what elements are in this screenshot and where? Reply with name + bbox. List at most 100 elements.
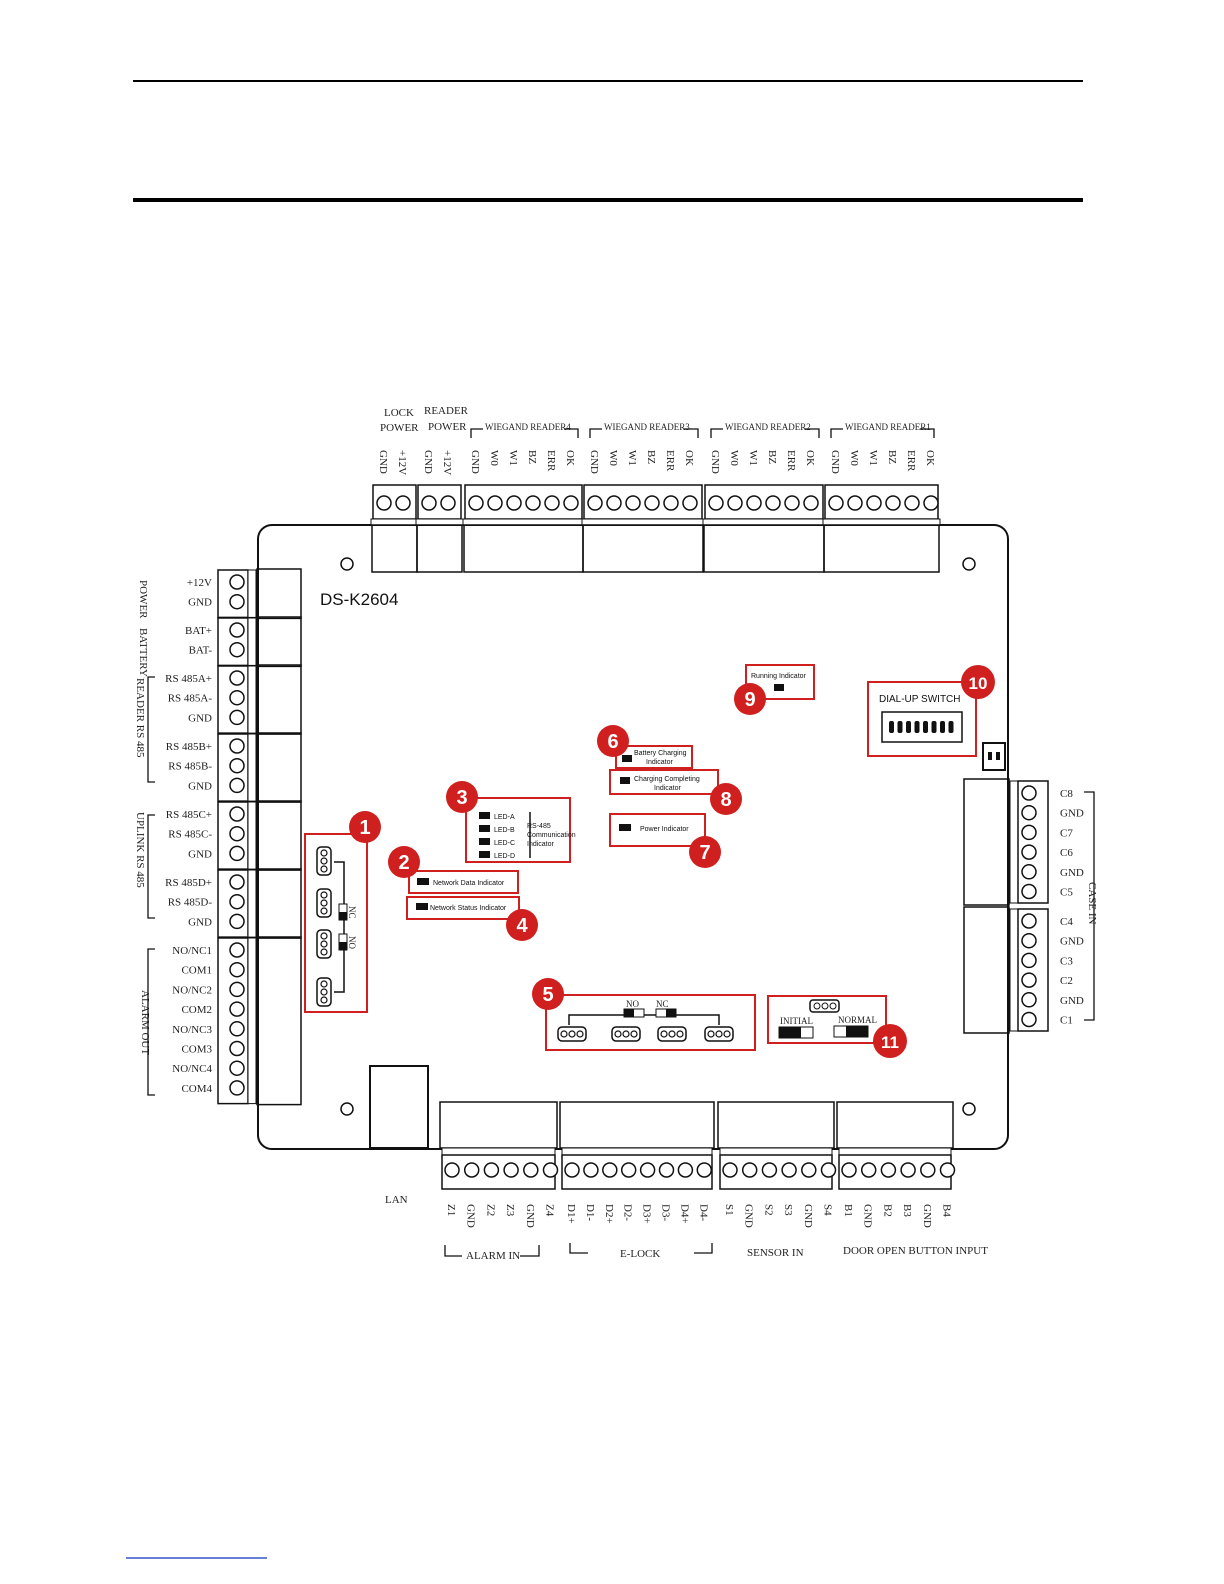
terminal-teeth xyxy=(1009,908,1019,1032)
header-socket xyxy=(439,1101,558,1149)
model-label: DS-K2604 xyxy=(320,590,398,609)
terminal-screw xyxy=(583,1162,599,1178)
terminal-screw xyxy=(639,1162,656,1178)
callout-badge: 9 xyxy=(734,683,766,715)
terminal-screw xyxy=(229,622,245,638)
pin-label: COM2 xyxy=(181,1004,212,1016)
group-label: READER RS 485 xyxy=(134,678,146,758)
charging-completing-label: Indicator xyxy=(654,785,682,792)
jumper-pin xyxy=(320,907,328,915)
header-socket xyxy=(256,936,302,1106)
badge-number: 11 xyxy=(881,1033,899,1052)
dip-keys xyxy=(889,721,954,733)
pin-label: GND xyxy=(829,450,841,474)
terminal-screw xyxy=(229,981,245,998)
pin-label: W0 xyxy=(488,450,500,466)
header-socket xyxy=(717,1101,835,1149)
header-socket xyxy=(256,868,302,939)
terminal-teeth xyxy=(561,1147,713,1156)
terminal-screw xyxy=(1021,785,1037,801)
pin-label: S3 xyxy=(782,1204,794,1216)
header-socket xyxy=(256,800,302,871)
pin-label: ERR xyxy=(545,450,557,472)
group-bracket xyxy=(569,1243,588,1254)
terminal-screw xyxy=(229,670,245,686)
badge-number: 10 xyxy=(969,674,988,693)
jumper-pin xyxy=(320,980,328,988)
running-indicator-label: Running Indicator xyxy=(751,673,807,680)
pin-label: GND xyxy=(377,450,389,474)
terminal-screw xyxy=(229,1040,245,1057)
group-label: SENSOR IN xyxy=(747,1247,804,1259)
dip-key xyxy=(931,721,937,733)
terminal-screw xyxy=(525,495,541,511)
pin-label: B2 xyxy=(881,1204,893,1217)
pin-label: RS 485C- xyxy=(168,829,212,841)
pin-label: D2+ xyxy=(603,1204,615,1224)
jumper-pin xyxy=(320,988,328,996)
pin-label: D3- xyxy=(660,1204,672,1221)
callout-badge: 4 xyxy=(506,909,538,941)
terminal-screw xyxy=(920,1162,936,1178)
terminal-teeth xyxy=(702,518,826,526)
led-label: LED-D xyxy=(494,853,515,860)
group-label: WIEGAND READER1 xyxy=(845,422,931,432)
terminal-teeth xyxy=(247,733,257,802)
terminal-teeth xyxy=(370,518,419,526)
terminal-teeth xyxy=(1009,780,1019,904)
pin-label: OK xyxy=(924,450,936,466)
pin-label: GND xyxy=(188,848,212,860)
lan-port xyxy=(369,1065,429,1149)
jumper-pin xyxy=(676,1030,684,1038)
terminal-screw xyxy=(229,961,245,978)
terminal-screw xyxy=(463,1162,480,1178)
terminal-block xyxy=(1017,908,1049,1032)
terminal-screw xyxy=(229,574,245,590)
terminal-screw xyxy=(229,738,245,754)
terminal-screw xyxy=(229,1060,245,1076)
terminal-screw xyxy=(395,495,411,511)
header-socket xyxy=(963,906,1010,1034)
terminal-screw xyxy=(503,1162,519,1178)
terminal-screw xyxy=(440,495,456,511)
terminal-screw xyxy=(625,495,641,511)
jumper xyxy=(316,929,332,959)
pin-label: S4 xyxy=(822,1204,834,1216)
callout-badge: 1 xyxy=(349,811,381,843)
group-label: WIEGAND READER4 xyxy=(485,422,571,432)
initial-label: INITIAL xyxy=(780,1016,813,1026)
reader-power-label: READER xyxy=(424,405,469,417)
badge-circle xyxy=(689,836,721,868)
pin-label: D2- xyxy=(622,1204,634,1221)
badge-circle xyxy=(873,1024,907,1058)
no-label: NO xyxy=(347,936,357,949)
terminal-screw xyxy=(1021,992,1037,1008)
dip-key xyxy=(889,721,894,733)
badge-circle xyxy=(597,725,629,757)
terminal-screw xyxy=(682,495,698,511)
terminal-screw xyxy=(229,825,245,842)
terminal-screw xyxy=(483,1162,500,1178)
terminal-screw xyxy=(1021,913,1037,929)
jumper xyxy=(611,1026,641,1042)
jumper-pin xyxy=(320,940,328,948)
lock-power-label: POWER xyxy=(380,422,419,434)
reader-power-connector: GND+12V xyxy=(415,450,464,573)
badge-circle xyxy=(349,811,381,843)
jumper-pin xyxy=(668,1030,676,1038)
pin-label: OK xyxy=(564,450,576,466)
callout-badge: 5 xyxy=(532,978,564,1010)
terminal-screw xyxy=(620,1162,637,1178)
left-terminal-block: RS 485D+RS 485D-GND xyxy=(165,868,302,939)
jst-pin xyxy=(988,752,992,760)
pin-label: D4+ xyxy=(678,1204,690,1224)
group-bracket xyxy=(444,1245,462,1257)
terminal-screw xyxy=(1021,844,1037,860)
pin-label: OK xyxy=(804,450,816,466)
pin-label: +12V xyxy=(396,450,408,475)
terminal-screw xyxy=(761,1162,778,1178)
network-status-callout: Network Status Indicator xyxy=(406,896,520,920)
dip-key xyxy=(906,721,911,733)
